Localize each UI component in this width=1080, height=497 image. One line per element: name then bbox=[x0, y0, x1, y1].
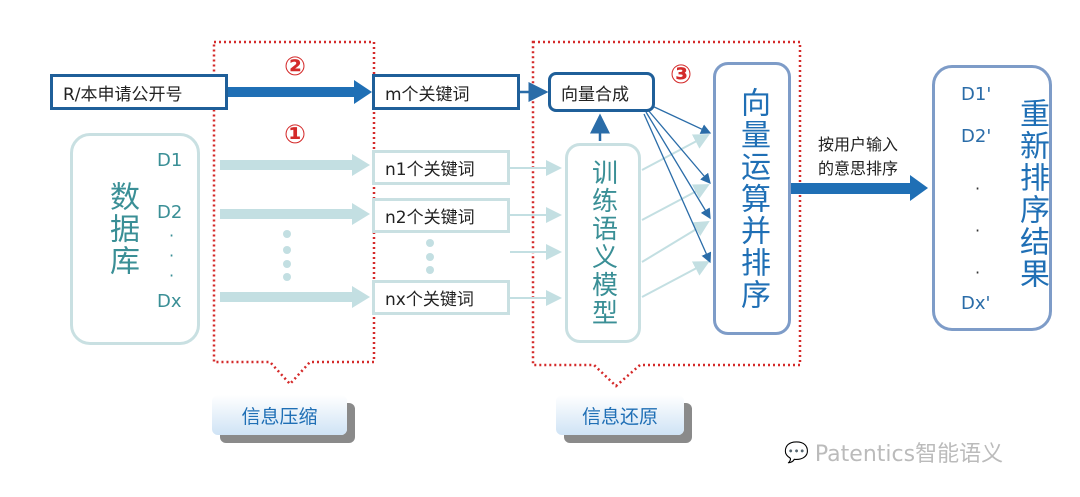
result-item: D2' bbox=[961, 126, 992, 147]
thick-arrow-m bbox=[228, 80, 372, 104]
result-box: D1' D2' ··· Dx' 重新排序结果 bbox=[932, 65, 1052, 331]
vector-synthesis-box: 向量合成 bbox=[548, 72, 655, 112]
step-2-marker: ② bbox=[284, 52, 307, 82]
n2-keywords-box: n2个关键词 bbox=[372, 198, 510, 233]
nx-keywords-box: nx个关键词 bbox=[372, 280, 510, 315]
compress-region bbox=[212, 40, 376, 386]
result-title: 重新排序结果 bbox=[1014, 98, 1049, 290]
watermark-text: Patentics智能语义 bbox=[814, 442, 1004, 467]
light-arrows bbox=[220, 154, 434, 308]
wechat-icon: 💬 bbox=[784, 440, 809, 464]
db-item: D1 bbox=[157, 150, 183, 171]
db-item: D2 bbox=[157, 202, 183, 223]
n1-keywords-box: n1个关键词 bbox=[372, 150, 510, 185]
semantic-model-box: 训练语义模型 bbox=[565, 143, 641, 343]
result-ellipsis: ··· bbox=[975, 179, 981, 282]
semantic-model-label: 训练语义模型 bbox=[587, 159, 618, 327]
db-item: Dx bbox=[157, 291, 182, 312]
database-title: 数据库 bbox=[104, 181, 139, 277]
sort-line: 按用户输入 bbox=[818, 135, 899, 154]
vector-op-label: 向量运算并排序 bbox=[735, 86, 770, 311]
restore-region bbox=[531, 40, 802, 388]
input-publication-box: R/本申请公开号 bbox=[50, 74, 228, 110]
result-item: D1' bbox=[961, 84, 992, 105]
sort-instruction: 按用户输入 的意思排序 bbox=[818, 133, 898, 181]
thick-arrow-sort bbox=[790, 175, 928, 201]
compress-label: 信息压缩 bbox=[212, 395, 347, 435]
step-1-marker: ① bbox=[284, 120, 307, 150]
watermark: 💬 Patentics智能语义 bbox=[784, 436, 1003, 468]
step-3-marker: ③ bbox=[670, 60, 693, 90]
result-item: Dx' bbox=[961, 293, 991, 314]
database-box: 数据库 D1 D2 ··· Dx bbox=[70, 133, 200, 345]
sort-line: 的意思排序 bbox=[818, 159, 899, 178]
vector-op-box: 向量运算并排序 bbox=[713, 62, 791, 335]
m-keywords-box: m个关键词 bbox=[372, 74, 520, 110]
db-ellipsis: ··· bbox=[169, 226, 175, 285]
restore-label: 信息还原 bbox=[556, 395, 684, 435]
